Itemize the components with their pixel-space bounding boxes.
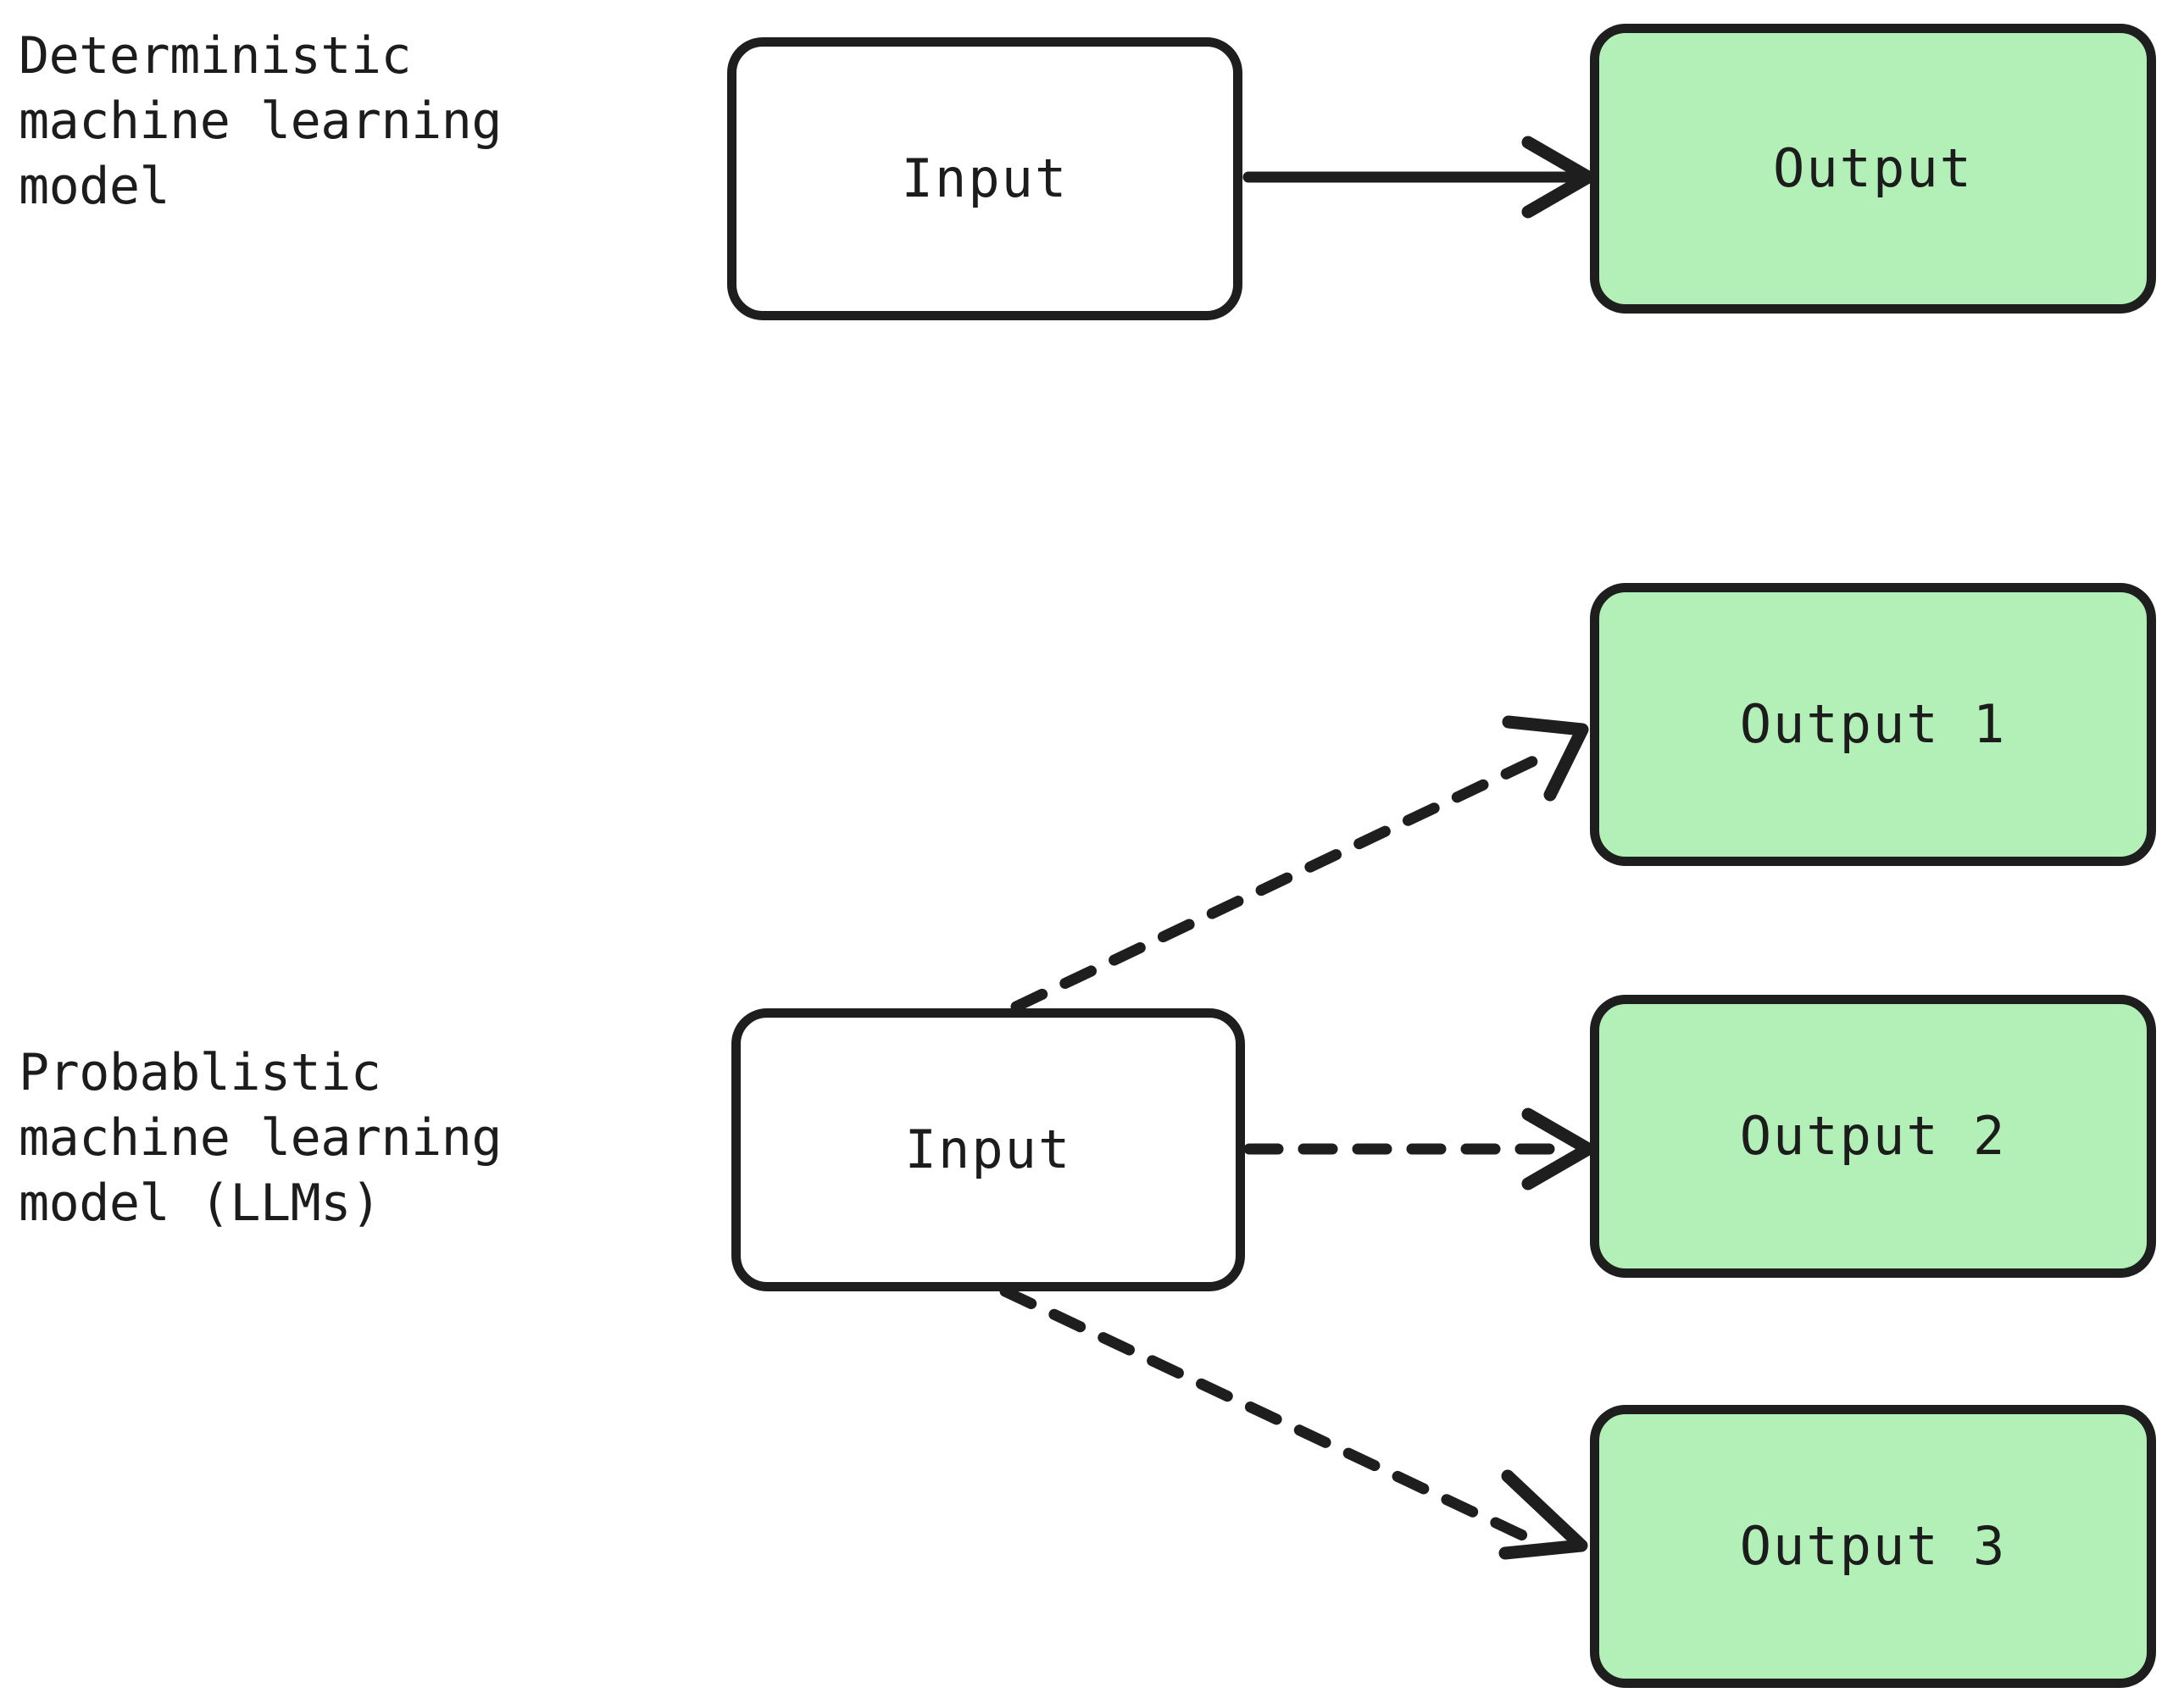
edge-probabilistic-input-to-output-2 (1243, 1107, 1595, 1191)
edge-probabilistic-input-to-output-1 (1010, 715, 1589, 1013)
node-output-2: Output 2 (1590, 995, 2156, 1278)
arrowhead-dashed-1 (1502, 715, 1589, 802)
node-output-deterministic: Output (1590, 24, 2156, 314)
node-label-input-probabilistic: Input (904, 1118, 1072, 1180)
edge-shaft-dashed-3 (999, 1285, 1536, 1545)
node-label-output-2: Output 2 (1739, 1105, 2007, 1167)
node-input-deterministic: Input (727, 37, 1242, 320)
edge-deterministic-input-to-output (1242, 136, 1595, 219)
arrowhead-dashed-3 (1498, 1469, 1588, 1560)
node-label-output-3: Output 3 (1739, 1515, 2007, 1577)
node-input-probabilistic: Input (731, 1008, 1245, 1291)
edge-probabilistic-input-to-output-3 (999, 1285, 1588, 1560)
row-label-probabilistic: Probablistic machine learning model (LLM… (19, 1043, 502, 1233)
node-output-1: Output 1 (1590, 583, 2156, 866)
node-output-3: Output 3 (1590, 1405, 2156, 1688)
arrowhead-dashed-2 (1521, 1107, 1595, 1191)
edge-shaft-dashed-1 (1010, 751, 1548, 1013)
arrowhead-solid (1521, 136, 1595, 219)
node-label-output-1: Output 1 (1739, 693, 2007, 755)
node-label-output-deterministic: Output (1773, 137, 1973, 199)
row-label-deterministic: Deterministic machine learning model (19, 26, 502, 216)
node-label-input-deterministic: Input (901, 147, 1069, 209)
